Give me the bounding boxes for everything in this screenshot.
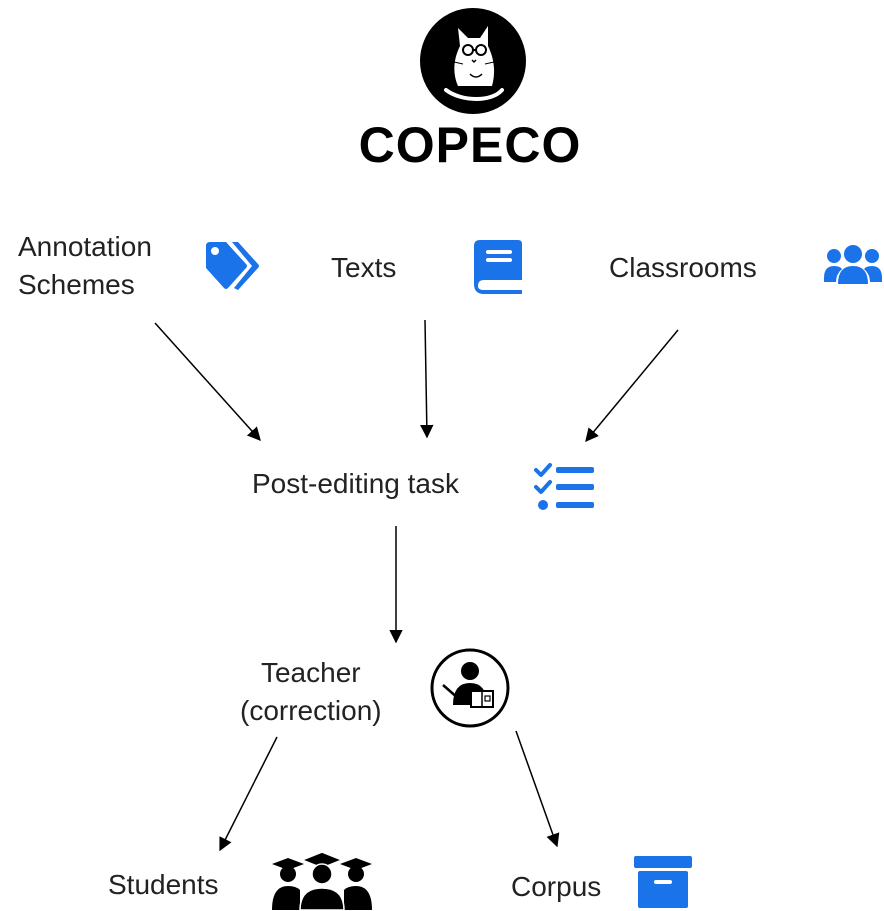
edge-classrooms-to-task xyxy=(585,329,679,443)
cat-with-glasses-logo xyxy=(420,8,526,114)
graduates-icon xyxy=(272,851,372,911)
node-label-classrooms: Classrooms xyxy=(609,252,757,283)
tags-icon xyxy=(206,242,259,290)
node-label-texts: Texts xyxy=(331,252,397,283)
edge-annotation-to-task xyxy=(154,322,261,442)
node-label-corpus: Corpus xyxy=(511,871,602,902)
users-icon xyxy=(824,245,882,284)
brand-title: COPECO xyxy=(358,117,582,173)
teacher-icon xyxy=(430,648,510,728)
edge-teacher-to-students xyxy=(219,736,278,852)
edge-texts-to-task xyxy=(420,319,434,439)
node-label-students: Students xyxy=(108,869,219,900)
archive-box-icon xyxy=(634,856,692,908)
edge-teacher-to-corpus xyxy=(515,730,560,848)
node-label-post-editing-task: Post-editing task xyxy=(252,468,459,499)
task-list-icon xyxy=(534,463,594,510)
node-label-annotation-schemes: Annotation Schemes xyxy=(18,231,152,300)
node-label-teacher: Teacher (correction) xyxy=(240,657,382,726)
book-icon xyxy=(474,240,522,294)
